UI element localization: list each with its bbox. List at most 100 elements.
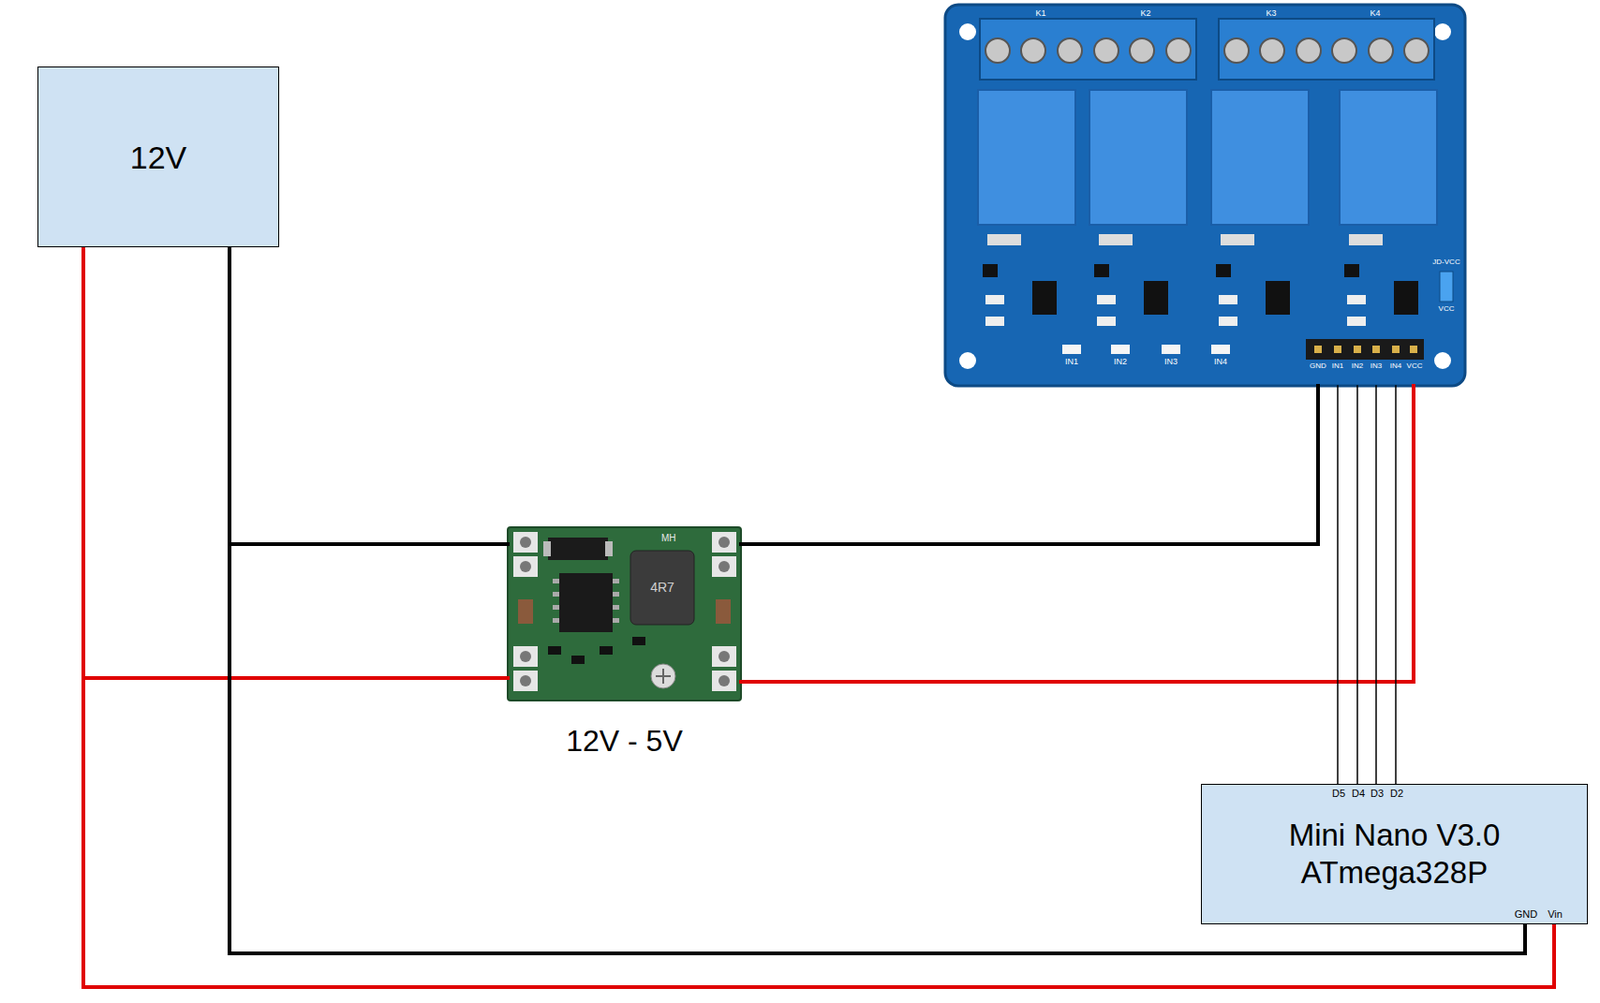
pin-label: IN2 (1113, 356, 1127, 368)
microcontroller-box: Mini Nano V3.0 ATmega328PD5D4D3D2GNDVin (1200, 784, 1588, 925)
ic-pin (612, 605, 620, 610)
diode-lead (543, 541, 551, 557)
pin-label: VCC (1438, 304, 1455, 314)
pin-label: JD-VCC (1432, 257, 1460, 267)
resistor (571, 655, 585, 665)
pin-header (1305, 339, 1424, 360)
relay (1211, 89, 1309, 225)
pad-hole (519, 675, 532, 687)
pad-hole (718, 651, 730, 663)
mount-hole (1434, 352, 1452, 370)
pin-label: D2 (1390, 787, 1404, 800)
pin-label: K1 (1035, 8, 1046, 19)
screw (1296, 38, 1321, 63)
pin-label: IN2 (1351, 361, 1363, 371)
resistor (1347, 316, 1366, 326)
diode (1098, 234, 1133, 246)
pin-label: IN3 (1370, 361, 1382, 371)
signal-wire (1394, 385, 1397, 785)
diode (1220, 234, 1255, 246)
capacitor (715, 599, 731, 624)
pin-label: D3 (1370, 787, 1384, 800)
header-pin (1353, 345, 1362, 354)
box-label: Mini Nano V3.0 ATmega328P (1254, 816, 1536, 891)
power-supply-box: 12V (37, 66, 280, 248)
diode-lead (605, 541, 613, 557)
screw (1224, 38, 1249, 63)
power-wire (740, 385, 1319, 545)
pad-hole (519, 536, 532, 549)
jumper (1439, 271, 1453, 302)
pad (711, 646, 737, 667)
header-pin (1372, 345, 1380, 354)
terminal-screws (985, 38, 1429, 63)
pot-slot (655, 668, 671, 684)
screw (1259, 38, 1285, 63)
signal-wire (1356, 385, 1359, 785)
resistor (1218, 316, 1238, 326)
part-marking: MH (661, 533, 677, 545)
pad (513, 670, 538, 692)
buck-converter (507, 527, 741, 701)
mount-hole (1434, 23, 1452, 41)
header-pin (1314, 345, 1322, 354)
ic-pin (552, 618, 560, 623)
pin-label: IN1 (1332, 361, 1344, 371)
resistor (985, 295, 1005, 305)
ic-pin (552, 592, 560, 597)
power-wire (740, 385, 1414, 682)
ic-pin (552, 605, 560, 610)
optocoupler (1265, 281, 1290, 315)
relay-pcb (945, 4, 1466, 386)
pin-label: K3 (1265, 8, 1276, 19)
terminal-block (979, 18, 1197, 80)
screw (1021, 38, 1046, 63)
power-wire (83, 247, 1555, 988)
screw (1129, 38, 1155, 63)
pin-label: IN4 (1214, 356, 1228, 368)
pin-label: Vin (1547, 908, 1563, 921)
led (1161, 344, 1181, 355)
pad-hole (519, 561, 532, 573)
pin-label: D5 (1332, 787, 1346, 800)
relay-board (945, 4, 1466, 386)
ic-pin (612, 578, 620, 584)
optocoupler (1393, 281, 1419, 315)
pin-label: IN4 (1390, 361, 1402, 371)
diode (987, 234, 1022, 246)
part-marking: 4R7 (650, 579, 675, 596)
optocoupler (1143, 281, 1169, 315)
box-label: 12V (130, 137, 188, 177)
pad (711, 670, 737, 692)
resistor (632, 637, 646, 646)
pin-label: K4 (1369, 8, 1380, 19)
signal-wire (1375, 385, 1378, 785)
pad (513, 532, 538, 553)
optocoupler (1032, 281, 1057, 315)
pin-label: GND (1309, 361, 1327, 371)
mount-hole (959, 352, 977, 370)
relay (1089, 89, 1187, 225)
transistor (1344, 264, 1360, 278)
power-wire (229, 247, 508, 545)
potentiometer (651, 664, 676, 689)
header-pin (1392, 345, 1400, 354)
pad-hole (718, 561, 730, 573)
transistor (982, 264, 998, 278)
mount-hole (959, 23, 977, 41)
resistor (1096, 295, 1116, 305)
transistor (1094, 264, 1110, 278)
resistor (599, 646, 613, 655)
module-label: 12V - 5V (565, 723, 683, 759)
led (1211, 344, 1230, 355)
resistor (985, 316, 1005, 326)
header-pin (1409, 345, 1418, 354)
led (1111, 344, 1130, 355)
transistor (1215, 264, 1231, 278)
signal-wire (1336, 385, 1339, 785)
resistor (1218, 295, 1238, 305)
pad-hole (718, 675, 730, 687)
pin-label: K2 (1140, 8, 1151, 19)
pin-label: D4 (1351, 787, 1365, 800)
